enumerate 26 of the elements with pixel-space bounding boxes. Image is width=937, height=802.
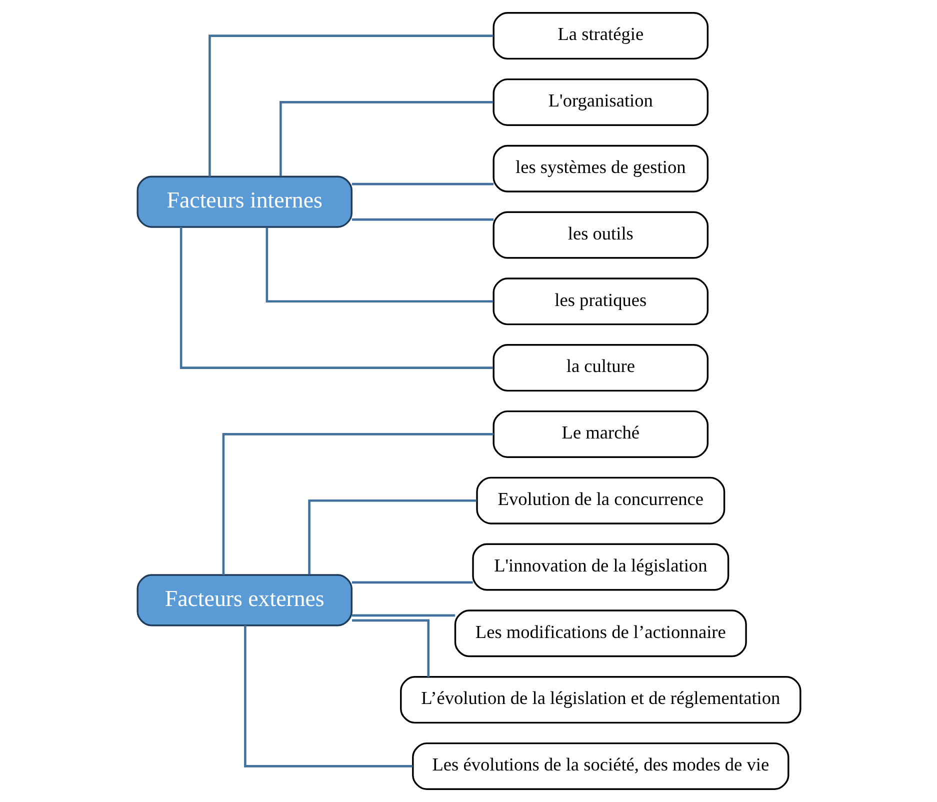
connector <box>352 619 429 677</box>
node-box: La stratégie <box>492 12 708 60</box>
connector <box>308 499 476 575</box>
connector <box>351 218 494 221</box>
node-box: Facteurs internes <box>136 176 352 228</box>
connector <box>222 433 494 575</box>
node-box: les systèmes de gestion <box>492 144 708 192</box>
node-box: L’évolution de la législation et de réglementation <box>400 676 801 724</box>
connector <box>351 182 494 186</box>
connector <box>351 581 472 584</box>
node-box: Facteurs externes <box>136 574 352 626</box>
node-box: les outils <box>492 211 708 259</box>
node-box: Les modifications de l’actionnaire <box>454 610 746 658</box>
connector <box>244 625 412 768</box>
connector <box>179 227 493 369</box>
node-box: Les évolutions de la société, des modes de vie <box>412 742 789 790</box>
node-box: la culture <box>492 344 708 392</box>
node-box: Evolution de la concurrence <box>476 476 725 524</box>
connector <box>265 227 493 303</box>
node-box: Le marché <box>492 410 708 458</box>
node-box: L'organisation <box>492 78 708 126</box>
node-box: L'innovation de la législation <box>472 543 729 591</box>
connector <box>351 614 455 617</box>
node-box: les pratiques <box>492 278 708 326</box>
connector <box>208 34 493 177</box>
connector <box>279 101 493 176</box>
